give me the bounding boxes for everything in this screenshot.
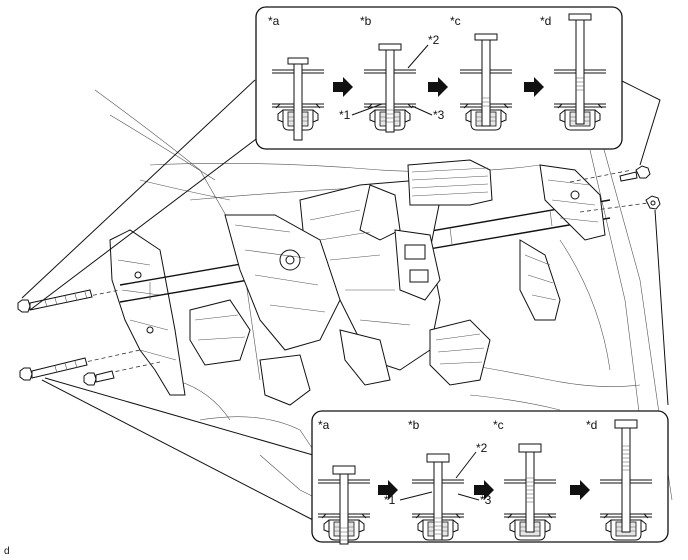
main-illustration <box>17 79 673 521</box>
top-step-c <box>459 33 513 131</box>
top-callout-panel: *a *b *2 *1 *3 *c <box>255 6 623 150</box>
nut-right <box>645 195 661 210</box>
bottom-callout-3: *3 <box>480 493 492 507</box>
bottom-step-d <box>599 419 653 541</box>
bolt-lower-left <box>19 357 88 381</box>
top-callout-1: *1 <box>339 108 351 122</box>
bottom-step-b-label: *b <box>408 418 420 432</box>
top-step-c-label: *c <box>450 14 461 28</box>
figure-code: d <box>4 546 10 557</box>
bottom-callout-panel: *a *b *2 *1 *3 *c <box>311 410 669 545</box>
bolt-short-left <box>83 370 115 386</box>
top-step-d <box>553 13 607 131</box>
bottom-callout-2: *2 <box>476 441 488 455</box>
bottom-callout-1: *1 <box>384 493 396 507</box>
top-step-b <box>363 43 417 133</box>
bottom-step-d-label: *d <box>586 418 597 432</box>
bolt-upper-right <box>619 165 651 182</box>
top-step-b-label: *b <box>360 14 372 28</box>
bottom-step-a <box>317 465 371 545</box>
top-callout-3: *3 <box>433 108 445 122</box>
bolt-upper-left <box>17 289 93 313</box>
bottom-step-a-label: *a <box>318 418 330 432</box>
top-step-a <box>271 57 325 141</box>
bottom-step-b <box>411 453 465 541</box>
bottom-step-c-label: *c <box>493 418 504 432</box>
top-callout-2: *2 <box>428 33 440 47</box>
top-step-a-label: *a <box>268 14 280 28</box>
top-step-d-label: *d <box>540 14 551 28</box>
bottom-step-c <box>503 443 557 541</box>
